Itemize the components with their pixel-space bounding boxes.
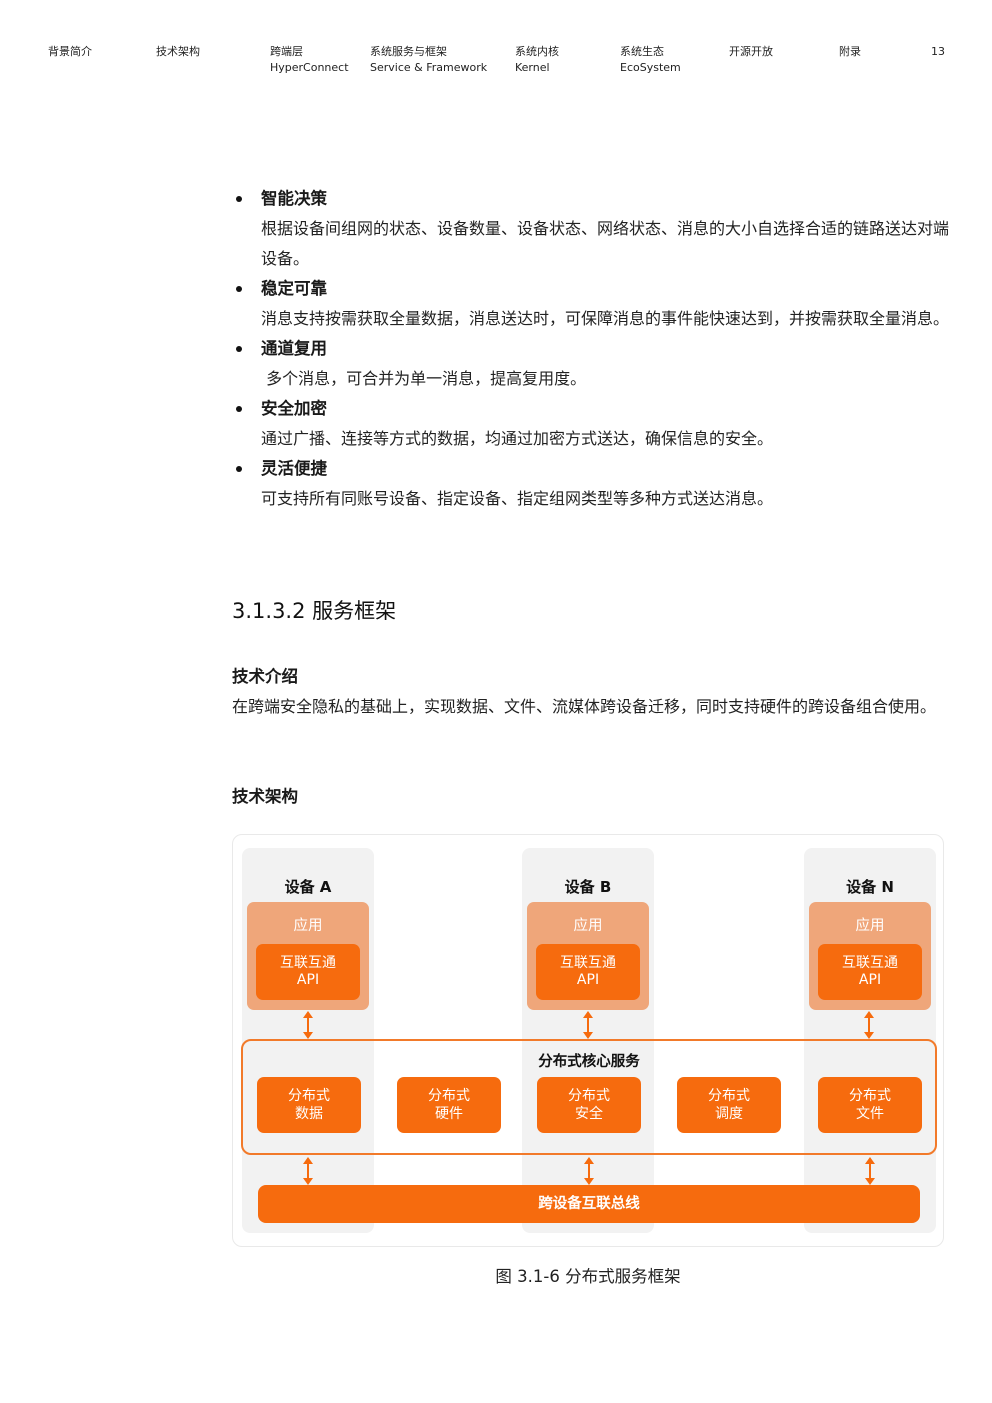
app-label: 应用 [855,918,885,934]
nav-item-sublabel: Kernel [515,61,550,74]
bullet-body: 通过广播、连接等方式的数据，均通过加密方式送达，确保信息的安全。 [261,429,774,448]
app-label: 应用 [293,918,323,934]
app-box: 应用 互联互通 API [809,902,931,1010]
bullet-item: 通道复用 多个消息，可合并为单一消息，提高复用度。 [234,334,954,394]
bullet-item: 智能决策 根据设备间组网的状态、设备数量、设备状态、网络状态、消息的大小自选择合… [234,184,954,274]
double-arrow-icon [583,1011,593,1039]
feature-bullet-list: 智能决策 根据设备间组网的状态、设备数量、设备状态、网络状态、消息的大小自选择合… [234,184,954,514]
bullet-item: 灵活便捷 可支持所有同账号设备、指定设备、指定组网类型等多种方式送达消息。 [234,454,954,514]
bullet-body: 多个消息，可合并为单一消息，提高复用度。 [261,369,587,388]
core-service-security: 分布式 安全 [537,1077,641,1133]
app-box: 应用 互联互通 API [247,902,369,1010]
service-framework-diagram: 设备 A 应用 互联互通 API 设备 B 应用 互联互通 API 设备 N 应… [232,834,944,1247]
core-services-frame: 分布式核心服务 分布式 数据 分布式 硬件 分布式 安全 分布式 调度 分布式 … [241,1039,937,1155]
nav-item-open-source[interactable]: 开源开放 [729,44,773,60]
bullet-body: 消息支持按需获取全量数据，消息送达时，可保障消息的事件能快速达到，并按需获取全量… [261,309,950,328]
nav-item-appendix[interactable]: 附录 [839,44,861,60]
device-label: 设备 A [284,878,332,896]
double-arrow-icon [303,1157,313,1185]
double-arrow-icon [864,1011,874,1039]
app-label: 应用 [573,918,603,934]
figure-caption: 图 3.1-6 分布式服务框架 [495,1267,681,1286]
bullet-dot-icon [236,346,242,352]
core-services-title: 分布式核心服务 [538,1054,640,1070]
nav-item-label: 附录 [839,45,861,58]
nav-item-label: 系统服务与框架 [370,45,447,58]
device-label: 设备 B [564,878,612,896]
bullet-title: 稳定可靠 [261,279,327,298]
nav-item-background[interactable]: 背景简介 [48,44,92,60]
bullet-item: 安全加密 通过广播、连接等方式的数据，均通过加密方式送达，确保信息的安全。 [234,394,954,454]
bullet-item: 稳定可靠 消息支持按需获取全量数据，消息送达时，可保障消息的事件能快速达到，并按… [234,274,954,334]
bullet-title: 安全加密 [261,399,327,418]
double-arrow-icon [303,1011,313,1039]
intro-paragraph: 在跨端安全隐私的基础上，实现数据、文件、流媒体跨设备迁移，同时支持硬件的跨设备组… [232,697,937,716]
nav-item-label: 背景简介 [48,45,92,58]
page-number: 13 [931,45,945,58]
bullet-body: 可支持所有同账号设备、指定设备、指定组网类型等多种方式送达消息。 [261,489,774,508]
core-service-scheduling: 分布式 调度 [677,1077,781,1133]
nav-item-label: 技术架构 [156,45,200,58]
bullet-dot-icon [236,196,242,202]
nav-item-sublabel: EcoSystem [620,61,681,74]
nav-item-kernel[interactable]: 系统内核 Kernel [515,44,559,76]
nav-item-label: 系统生态 [620,45,664,58]
nav-item-label: 开源开放 [729,45,773,58]
interconnect-api-box: 互联互通 API [536,944,640,1000]
interconnect-api-box: 互联互通 API [818,944,922,1000]
device-label: 设备 N [846,878,894,896]
bullet-dot-icon [236,406,242,412]
core-service-file: 分布式 文件 [818,1077,922,1133]
bullet-dot-icon [236,466,242,472]
nav-item-sublabel: HyperConnect [270,61,349,74]
nav-item-tech-architecture[interactable]: 技术架构 [156,44,200,60]
nav-item-hyperconnect[interactable]: 跨端层 HyperConnect [270,44,349,76]
bullet-dot-icon [236,286,242,292]
core-service-data: 分布式 数据 [257,1077,361,1133]
core-service-hardware: 分布式 硬件 [397,1077,501,1133]
nav-item-service-framework[interactable]: 系统服务与框架 Service & Framework [370,44,487,76]
bullet-title: 通道复用 [261,339,327,358]
double-arrow-icon [865,1157,875,1185]
bullet-body: 根据设备间组网的状态、设备数量、设备状态、网络状态、消息的大小自选择合适的链路送… [261,219,950,268]
intro-heading: 技术介绍 [232,667,298,686]
architecture-heading: 技术架构 [232,787,298,806]
nav-item-sublabel: Service & Framework [370,61,488,74]
nav-item-label: 跨端层 [270,45,303,58]
bullet-title: 灵活便捷 [261,459,327,478]
interconnect-api-box: 互联互通 API [256,944,360,1000]
top-navigation: 背景简介 技术架构 跨端层 HyperConnect 系统服务与框架 Servi… [0,44,992,84]
cross-device-bus: 跨设备互联总线 [258,1185,920,1223]
double-arrow-icon [584,1157,594,1185]
nav-item-label: 系统内核 [515,45,559,58]
section-title: 3.1.3.2 服务框架 [232,599,397,623]
bullet-title: 智能决策 [261,189,327,208]
app-box: 应用 互联互通 API [527,902,649,1010]
nav-item-ecosystem[interactable]: 系统生态 EcoSystem [620,44,681,76]
